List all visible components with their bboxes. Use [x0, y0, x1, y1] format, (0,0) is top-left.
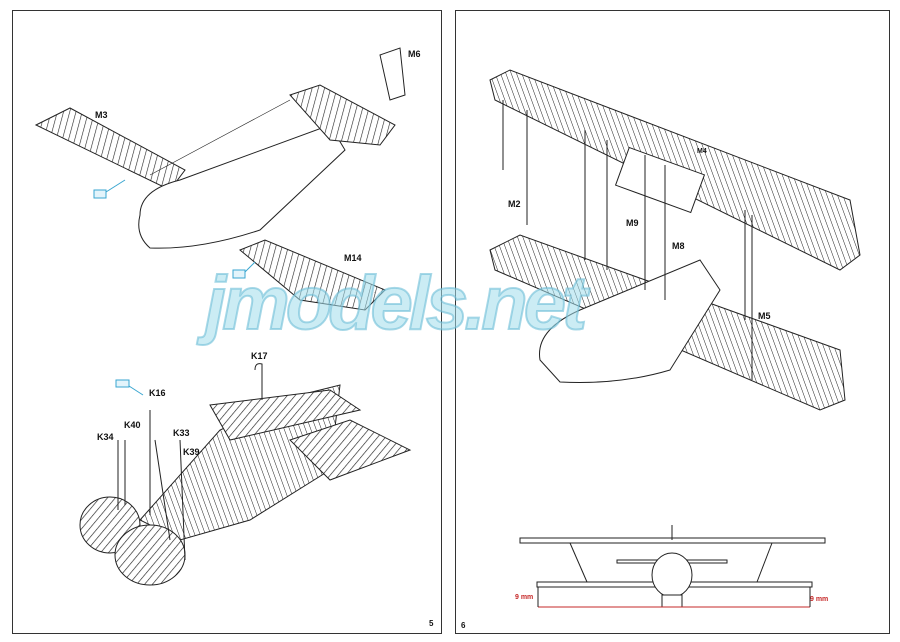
- dimension-lines: [537, 587, 811, 608]
- part-label-m6: M6: [408, 49, 421, 59]
- part-label-m2: M2: [508, 199, 521, 209]
- part-label-m9: M9: [626, 218, 639, 228]
- part-label-k39: K39: [183, 447, 200, 457]
- part-label-m14: M14: [344, 253, 362, 263]
- front-view: [519, 525, 826, 608]
- part-label-k16: K16: [149, 388, 166, 398]
- fuselage-bottom-view: [79, 363, 412, 586]
- fuselage-top-view: [34, 47, 406, 311]
- page-number-6: 6: [461, 621, 466, 630]
- biplane-assembly: [489, 69, 861, 411]
- part-label-k17: K17: [251, 351, 268, 361]
- dimension-right: 9 mm: [810, 596, 829, 603]
- dimension-left: 9 mm: [515, 594, 534, 601]
- part-label-k34: K34: [97, 432, 114, 442]
- part-label-m8: M8: [672, 241, 685, 251]
- page-number-5: 5: [429, 619, 434, 628]
- decal-callouts: [93, 179, 256, 396]
- part-label-m5: M5: [758, 311, 771, 321]
- part-label-k40: K40: [124, 420, 141, 430]
- part-label-k33: K33: [173, 428, 190, 438]
- part-label-m4: M4: [697, 148, 707, 155]
- part-label-m3: M3: [95, 110, 108, 120]
